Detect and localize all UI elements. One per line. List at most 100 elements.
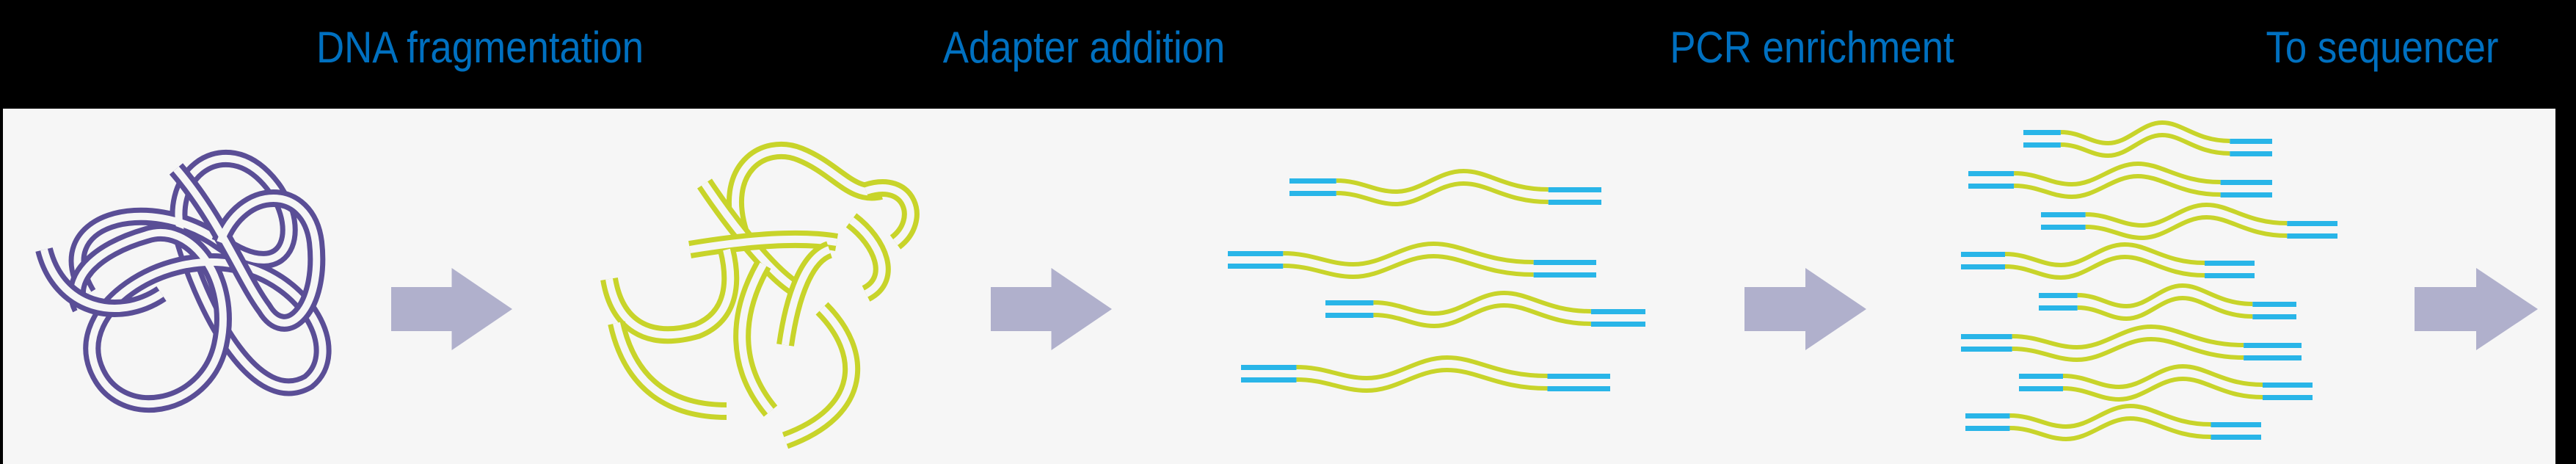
fragment-strand [1373, 302, 1591, 329]
adapter-left [1961, 264, 2005, 269]
adapter-fragment [2019, 363, 2313, 402]
fragment-strand [1336, 168, 1549, 195]
adapter-left [2019, 386, 2063, 391]
adapter-left [1228, 251, 1284, 256]
adapter-left [2019, 374, 2063, 379]
adapter-left [2023, 130, 2061, 135]
adapter-right [2263, 383, 2313, 388]
adapter-left [2039, 305, 2078, 311]
dna-fragment-gap [732, 147, 882, 236]
adapter-right [1590, 322, 1645, 327]
dna-fragment-gap [605, 248, 735, 339]
pcr-amplified-fragments [1961, 120, 2337, 442]
fragment-strand [2077, 295, 2253, 322]
adapter-left [1228, 264, 1284, 269]
dna-fragment-gap [848, 217, 886, 297]
step-label-dna-fragmentation: DNA fragmentation [316, 23, 644, 72]
adapter-left [1961, 347, 2012, 352]
adapter-right [2287, 221, 2337, 226]
adapter-left [1289, 178, 1336, 184]
adapter-left [1289, 191, 1336, 196]
adapter-right [2205, 261, 2255, 266]
dna-fragment-gap [689, 235, 837, 253]
adapter-right [2211, 435, 2261, 440]
fragment-strand [2014, 173, 2221, 200]
adapter-right [2287, 233, 2337, 239]
arrow-right-icon [391, 268, 512, 350]
arrow-right-icon [991, 268, 1112, 350]
adapter-left [1968, 171, 2015, 176]
adapter-left [1241, 365, 1297, 370]
fragment-strand [1296, 355, 1548, 381]
fragment-strand [2012, 336, 2244, 363]
adapter-fragment [2041, 202, 2337, 241]
adapter-fragment [1241, 355, 1610, 394]
adapter-right [1548, 200, 1601, 205]
adapter-right [1548, 187, 1601, 192]
fragment-strand [2009, 403, 2211, 429]
fragment-strand [2085, 214, 2288, 241]
fragment-strand [2062, 376, 2263, 402]
step-label-adapter-addition: Adapter addition [942, 23, 1226, 72]
adapter-fragment [1961, 324, 2302, 363]
step-label-pcr-enrichment: PCR enrichment [1670, 23, 1954, 72]
adapter-left [2041, 212, 2086, 217]
fragment-strand [1373, 290, 1591, 316]
adapter-left [2023, 142, 2061, 148]
fragment-strand [2014, 161, 2221, 187]
intact-dna-icon [35, 149, 332, 413]
arrow-right-icon [1744, 268, 1866, 350]
adapter-right [2244, 355, 2302, 360]
fragment-strand [1283, 241, 1534, 267]
arrow-right-icon [2415, 268, 2538, 350]
adapter-left [2039, 293, 2078, 298]
adapter-right [2211, 422, 2261, 427]
adapter-right [1590, 309, 1645, 314]
adapter-right [2230, 139, 2272, 144]
dna-fragment-gap [782, 246, 831, 346]
adapter-right [2205, 273, 2255, 278]
adapter-right [2252, 314, 2296, 319]
adapter-left [1965, 413, 2010, 418]
adapter-fragment [1289, 168, 1601, 207]
fragment-strand [1336, 181, 1549, 207]
dna-fragment-gap [865, 184, 914, 245]
adapter-fragment [2039, 283, 2296, 322]
fragment-strand [2004, 242, 2205, 268]
fragment-strand [2004, 254, 2205, 280]
adapter-right [1547, 386, 1610, 391]
adapter-fragment [2023, 120, 2272, 159]
adapter-fragment [1968, 161, 2272, 200]
fragment-strand [2060, 132, 2230, 159]
fragment-strand [2009, 416, 2211, 442]
adapter-left [2041, 225, 2086, 230]
adapter-fragment [1965, 403, 2261, 442]
adapter-right [1533, 260, 1596, 265]
dna-strand-gap [40, 248, 164, 312]
fragment-strand [1283, 253, 1534, 280]
dna-strand-gap [173, 166, 321, 327]
step-label-to-sequencer: To sequencer [2266, 23, 2499, 72]
adapter-right [1547, 374, 1610, 379]
adapter-fragment [1228, 241, 1596, 280]
adapter-left [1961, 252, 2005, 257]
fragment-strand [2060, 120, 2230, 146]
adapter-left [1961, 334, 2012, 339]
fragment-strand [2085, 202, 2288, 228]
dna-fragment-gap [784, 305, 856, 444]
fragment-strand [1296, 367, 1548, 394]
adapter-left [1968, 184, 2015, 189]
dna-strand-gap [73, 154, 327, 391]
dna-fragment-gap [613, 322, 727, 415]
adapter-right [2244, 343, 2302, 348]
process-arrows [391, 268, 2538, 350]
adapter-left [1325, 300, 1374, 305]
adapter-right [2220, 192, 2272, 197]
adapter-ligated-fragments [1228, 168, 1645, 394]
adapter-right [2263, 395, 2313, 400]
adapter-right [1533, 272, 1596, 278]
adapter-right [2220, 180, 2272, 185]
fragmented-dna-icon [600, 142, 920, 449]
